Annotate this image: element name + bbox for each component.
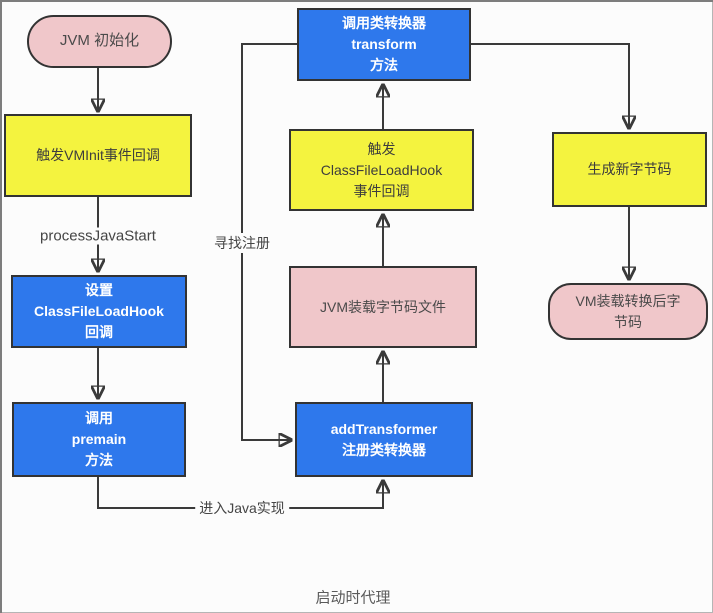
edge-label-process-java-start: processJavaStart — [36, 227, 160, 245]
node-set-classfileloadhook-callback: 设置 ClassFileLoadHook 回调 — [11, 275, 187, 348]
edge-label-enter-java: 进入Java实现 — [195, 498, 289, 518]
node-vm-load-transformed-bytecode: VM装载转换后字 节码 — [548, 283, 708, 340]
node-jvm-init: JVM 初始化 — [27, 15, 172, 68]
node-vminit-callback: 触发VMInit事件回调 — [4, 114, 192, 197]
diagram-title: 启动时代理 — [315, 589, 391, 607]
node-call-transform: 调用类转换器 transform 方法 — [297, 8, 471, 81]
node-call-premain: 调用 premain 方法 — [12, 402, 186, 477]
node-trigger-classfileloadhook: 触发 ClassFileLoadHook 事件回调 — [289, 129, 474, 211]
node-jvm-load-bytecode: JVM装载字节码文件 — [289, 266, 477, 348]
node-generate-new-bytecode: 生成新字节码 — [552, 132, 707, 207]
node-add-transformer: addTransformer 注册类转换器 — [295, 402, 473, 477]
edge-label-find-registration: 寻找注册 — [210, 233, 274, 253]
edge-transform-to-gen-bytecode — [471, 43, 629, 128]
